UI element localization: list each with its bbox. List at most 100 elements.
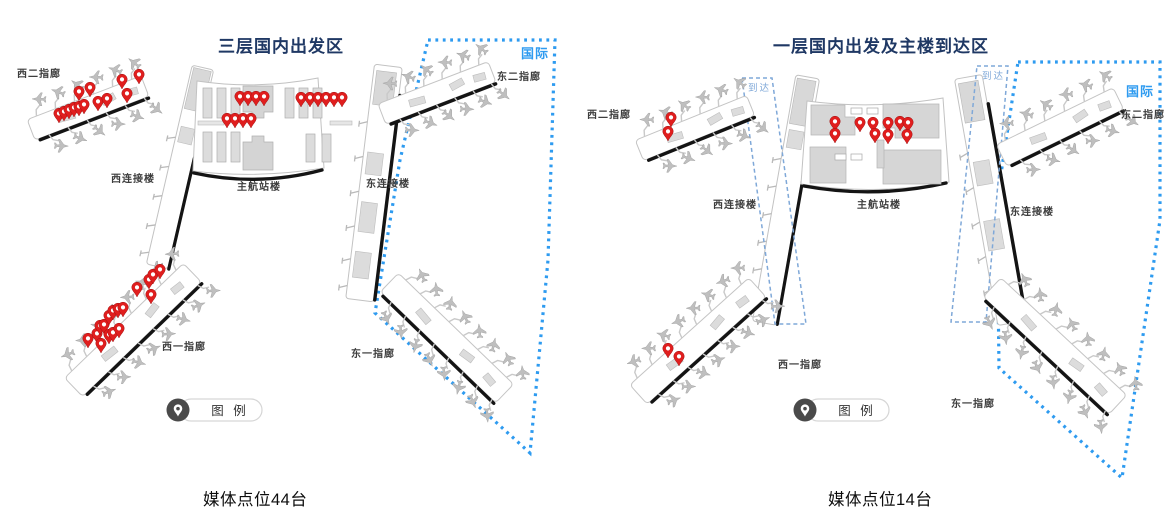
aircraft-icon: [130, 354, 148, 371]
aircraft-icon: [1017, 105, 1035, 123]
pier-east1: [980, 270, 1143, 435]
aircraft-icon: [49, 83, 68, 101]
label-east2-pier: 东二指廊: [497, 70, 541, 83]
aircraft-icon: [485, 336, 502, 354]
label-west-connect: 西连接楼: [111, 172, 155, 185]
aircraft-icon: [998, 116, 1014, 131]
aircraft-icon: [980, 313, 999, 333]
label-main-terminal: 主航站楼: [857, 198, 901, 211]
aircraft-icon: [442, 294, 459, 312]
aircraft-icon: [713, 272, 732, 290]
media-pin: [336, 91, 348, 108]
aircraft-icon: [393, 324, 409, 340]
legend-label: 图 例: [211, 404, 248, 418]
map-panel-departure-3f: 三层国内出发区 西二指廊 东二指廊 国际 西连接楼 主航站楼 东连接楼 西一指廊…: [0, 0, 583, 520]
aircraft-icon: [1128, 375, 1143, 392]
west-connect-building: [747, 74, 820, 326]
aircraft-icon: [189, 296, 208, 315]
aircraft-icon: [89, 121, 110, 141]
aircraft-icon: [494, 85, 514, 105]
aircraft-icon: [697, 141, 717, 161]
aircraft-icon: [436, 365, 452, 382]
aircraft-icon: [1080, 331, 1096, 347]
aircraft-icon: [699, 286, 717, 304]
label-west1-pier: 西一指廊: [778, 358, 822, 371]
aircraft-icon: [709, 351, 728, 369]
map-panel-departure-1f-arrival: 一层国内出发及主楼到达区 西二指廊 东二指廊 国际 到达 到达 西连接楼 主航站…: [583, 0, 1167, 520]
aircraft-icon: [998, 329, 1014, 346]
aircraft-icon: [1048, 300, 1065, 318]
aircraft-icon: [695, 90, 710, 104]
international-boundary: [373, 38, 557, 457]
aircraft-icon: [116, 370, 132, 385]
aircraft-icon: [726, 339, 741, 354]
aircraft-icon: [1058, 87, 1074, 102]
aircraft-icon: [161, 326, 177, 341]
aircraft-icon: [639, 112, 655, 127]
aircraft-icon: [718, 136, 733, 151]
aircraft-icon: [641, 341, 656, 356]
map-title: 一层国内出发及主楼到达区: [773, 36, 989, 56]
aircraft-icon: [479, 407, 495, 424]
aircraft-icon: [1045, 374, 1061, 391]
aircraft-icon: [1013, 344, 1030, 362]
aircraft-icon: [664, 391, 683, 409]
aircraft-icon: [144, 339, 163, 358]
aircraft-icon: [1075, 402, 1094, 422]
aircraft-icon: [685, 301, 701, 315]
label-west1-pier: 西一指廊: [162, 340, 206, 353]
pier-east2: [378, 38, 514, 138]
label-arrival-east: 到达: [982, 70, 1005, 82]
aircraft-icon: [413, 266, 431, 285]
aircraft-icon: [439, 106, 459, 126]
aircraft-icon: [654, 326, 673, 344]
terminal-map-1f: 一层国内出发及主楼到达区 西二指廊 东二指廊 国际 到达 到达 西连接楼 主航站…: [587, 36, 1165, 482]
aircraft-icon: [515, 364, 530, 381]
aircraft-icon: [1093, 418, 1109, 435]
aircraft-icon: [1095, 345, 1112, 363]
aircraft-icon: [420, 350, 439, 369]
aircraft-icon: [459, 102, 475, 117]
international-boundary: [995, 60, 1162, 482]
pier-west2: [27, 53, 167, 153]
legend: 图 例: [166, 398, 263, 422]
aircraft-icon: [694, 364, 713, 382]
aircraft-icon: [1061, 388, 1078, 406]
aircraft-icon: [146, 99, 167, 119]
label-east2-pier: 东二指廊: [1121, 108, 1165, 121]
arrival-zone-east: [950, 65, 1009, 323]
aircraft-icon: [119, 290, 135, 305]
label-arrival-west: 到达: [748, 82, 771, 94]
aircraft-icon: [753, 118, 773, 138]
aircraft-icon: [428, 281, 444, 297]
aircraft-icon: [730, 261, 746, 275]
aircraft-icon: [100, 382, 119, 401]
aircraft-icon: [1028, 358, 1047, 377]
aircraft-icon: [739, 324, 758, 342]
aircraft-icon: [437, 55, 453, 70]
aircraft-icon: [1032, 286, 1048, 303]
map-title: 三层国内出发区: [218, 36, 344, 56]
terminal-map-3f: 三层国内出发区 西二指廊 东二指廊 国际 西连接楼 主航站楼 东连接楼 西一指廊…: [17, 36, 557, 457]
label-international: 国际: [521, 46, 549, 61]
aircraft-icon: [1076, 76, 1095, 94]
legend: 图 例: [793, 398, 890, 422]
pier-west1: [58, 246, 221, 401]
legend-label: 图 例: [838, 404, 875, 418]
aircraft-icon: [681, 379, 697, 394]
label-west2-pier: 西二指廊: [17, 67, 61, 80]
aircraft-icon: [1110, 359, 1129, 378]
pier-west1: [624, 261, 786, 409]
aircraft-icon: [624, 352, 643, 371]
aircraft-icon: [1063, 140, 1083, 160]
main-terminal-building: [800, 97, 950, 194]
label-international: 国际: [1126, 84, 1154, 99]
label-west-connect: 西连接楼: [713, 198, 757, 211]
label-west2-pier: 西二指廊: [587, 108, 631, 121]
aircraft-icon: [31, 92, 47, 107]
piers-group: [624, 65, 1143, 435]
aircraft-icon: [58, 345, 77, 364]
aircraft-icon: [205, 283, 221, 298]
label-main-terminal: 主航站楼: [237, 180, 281, 193]
arrival-zone-west: [741, 77, 807, 325]
